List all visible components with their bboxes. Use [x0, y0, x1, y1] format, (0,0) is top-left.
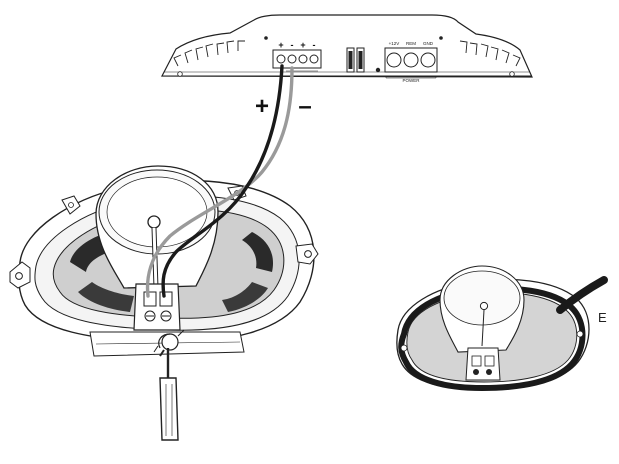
speaker-output-terminal: + - + -: [272, 40, 322, 72]
power-terminal: +12V REM GND POWER: [375, 41, 438, 83]
inset-label: E: [598, 310, 607, 325]
terminal-polarity-label: +: [278, 40, 283, 50]
amplifier: + - + - +12V REM GND: [161, 14, 533, 83]
mounting-hole: [177, 71, 183, 77]
pole-piece: [479, 301, 489, 311]
heatsink-fins-left: [173, 40, 245, 67]
fuse-holder: [346, 47, 365, 73]
led-dot: [439, 36, 443, 40]
gasket-strip: [556, 276, 608, 314]
pole-piece: [147, 215, 161, 229]
positive-sign: +: [255, 93, 269, 120]
speaker-main: [9, 165, 319, 357]
speaker-inset: [396, 265, 608, 392]
mounting-tab: [61, 195, 81, 215]
negative-wire: [145, 66, 294, 298]
mounting-tab: [295, 243, 319, 265]
speaker-terminal: [133, 283, 181, 331]
power-caption: POWER: [402, 78, 420, 83]
speaker-terminal: [465, 347, 501, 381]
mounting-tab: [9, 261, 31, 289]
led-dot: [264, 36, 268, 40]
terminal-polarity-label: -: [291, 40, 294, 50]
negative-sign: –: [298, 93, 311, 120]
amplifier-body: [161, 14, 533, 78]
positive-wire: [161, 64, 284, 298]
mounting-hole: [509, 71, 515, 77]
power-terminal-label: +12V: [389, 41, 400, 46]
terminal-polarity-label: +: [300, 40, 305, 50]
power-terminal-label: REM: [406, 41, 416, 46]
screwdriver: [153, 329, 185, 441]
power-terminal-label: GND: [423, 41, 434, 46]
terminal-polarity-label: -: [313, 40, 316, 50]
heatsink-fins-right: [459, 40, 521, 67]
